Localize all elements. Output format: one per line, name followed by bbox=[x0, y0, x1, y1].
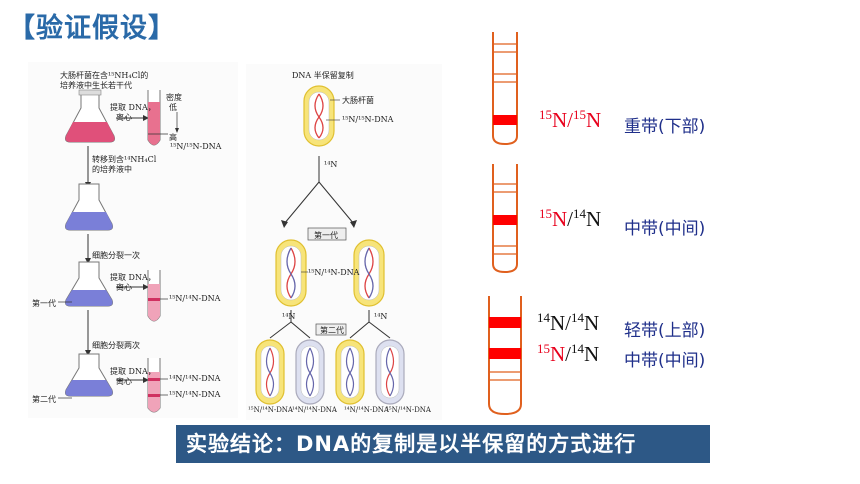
extract-label-2a: 提取 DNA， bbox=[110, 273, 156, 282]
gen2-label: 第二代 bbox=[32, 395, 56, 404]
intro-text-2: 培养液中生长若干代 bbox=[60, 81, 132, 90]
test-tube-icon bbox=[147, 358, 168, 413]
mid-bottom-label-1: ¹⁵N/¹⁴N-DNA bbox=[248, 406, 293, 414]
experiment-diagram: 大肠杆菌在含¹⁵NH₄Cl的 培养液中生长若干代 提取 DNA， 离心 密度 低… bbox=[28, 62, 238, 418]
bacterium-icon bbox=[335, 339, 365, 405]
dna-label-1515: ¹⁵N/¹⁵N-DNA bbox=[170, 142, 222, 151]
extract-label-1b: 离心 bbox=[116, 113, 132, 122]
tube-label-4: 15N/14N bbox=[537, 341, 600, 366]
extract-label-3a: 提取 DNA， bbox=[110, 367, 156, 376]
mid-dna-1515: ¹⁵N/¹⁵N-DNA bbox=[342, 115, 394, 124]
slide-title: 【验证假设】 bbox=[8, 13, 176, 44]
band-desc-1: 重带(下部) bbox=[624, 117, 706, 137]
low-label: 低 bbox=[169, 103, 177, 112]
flask-icon bbox=[65, 353, 113, 397]
centrifuge-tube-1 bbox=[492, 32, 518, 146]
flask-icon bbox=[65, 89, 115, 143]
test-tube-icon bbox=[147, 270, 168, 322]
divide-twice-label: 细胞分裂两次 bbox=[92, 341, 140, 350]
centrifuge-tube-2 bbox=[492, 164, 518, 274]
intro-text-1: 大肠杆菌在含¹⁵NH₄Cl的 bbox=[60, 71, 149, 80]
band-desc-4: 中带(中间) bbox=[624, 351, 706, 371]
band-light bbox=[489, 317, 521, 328]
mid-gen1-label: 第一代 bbox=[314, 231, 338, 240]
mid-n14-right: ¹⁴N bbox=[374, 312, 388, 321]
mid-bottom-label-4: ¹⁵N/¹⁴N-DNA bbox=[386, 406, 431, 414]
extract-label-1a: 提取 DNA， bbox=[110, 103, 156, 112]
mid-bottom-label-2: ¹⁴N/¹⁴N-DNA bbox=[292, 406, 337, 414]
replication-diagram: DNA 半保留复制 大肠杆菌 ¹⁵N/¹⁵N-DNA ¹⁴N 第一代 ¹⁵N/¹… bbox=[246, 64, 442, 420]
bacterium-icon bbox=[303, 85, 340, 147]
transfer-label-2: 的培养液中 bbox=[92, 165, 132, 174]
bacterium-icon bbox=[275, 239, 307, 307]
high-label: 高 bbox=[169, 133, 177, 142]
band-medium bbox=[493, 215, 517, 225]
band-desc-3: 轻带(上部) bbox=[624, 321, 706, 341]
mid-n14-top: ¹⁴N bbox=[324, 160, 338, 169]
divide-once-label: 细胞分裂一次 bbox=[92, 251, 140, 260]
conclusion-banner: 实验结论：DNA的复制是以半保留的方式进行 bbox=[176, 425, 710, 463]
bacterium-icon bbox=[375, 339, 405, 405]
band-heavy bbox=[493, 115, 517, 125]
bacterium-icon bbox=[255, 339, 285, 405]
mid-gen2-label: 第二代 bbox=[320, 326, 344, 335]
bacterium-icon bbox=[295, 339, 325, 405]
mid-dna-1514: ¹⁵N/¹⁴N-DNA bbox=[308, 268, 360, 277]
band-desc-2: 中带(中间) bbox=[624, 219, 706, 239]
bacterium-label: 大肠杆菌 bbox=[342, 96, 374, 105]
centrifuge-tube-3 bbox=[488, 296, 522, 416]
band-medium-2 bbox=[489, 348, 521, 359]
extract-label-2b: 离心 bbox=[116, 283, 132, 292]
test-tube-icon bbox=[147, 90, 168, 146]
dna-label-1414-b: ¹⁴N/¹⁴N-DNA bbox=[169, 374, 221, 383]
dna-label-1514: ¹⁵N/¹⁴N-DNA bbox=[169, 294, 221, 303]
gen1-label: 第一代 bbox=[32, 299, 56, 308]
tube-label-2: 15N/14N bbox=[539, 206, 602, 231]
tube-label-1: 15N/15N bbox=[539, 107, 602, 132]
mid-n14-left: ¹⁴N bbox=[282, 312, 296, 321]
centrifuge-tubes bbox=[488, 32, 522, 416]
dna-label-1514-b: ¹⁵N/¹⁴N-DNA bbox=[169, 390, 221, 399]
mid-bottom-label-3: ¹⁴N/¹⁴N-DNA bbox=[344, 406, 389, 414]
extract-label-3b: 离心 bbox=[116, 377, 132, 386]
density-label: 密度 bbox=[166, 93, 182, 102]
experiment-diagram-art bbox=[58, 89, 179, 413]
flask-icon bbox=[65, 183, 113, 231]
flask-icon bbox=[65, 261, 113, 307]
bacterium-icon bbox=[353, 239, 385, 307]
replication-heading: DNA 半保留复制 bbox=[292, 71, 354, 80]
replication-diagram-art bbox=[255, 85, 405, 405]
tube-label-3: 14N/14N bbox=[537, 310, 600, 335]
transfer-label-1: 转移到含¹⁴NH₄Cl bbox=[92, 155, 157, 164]
